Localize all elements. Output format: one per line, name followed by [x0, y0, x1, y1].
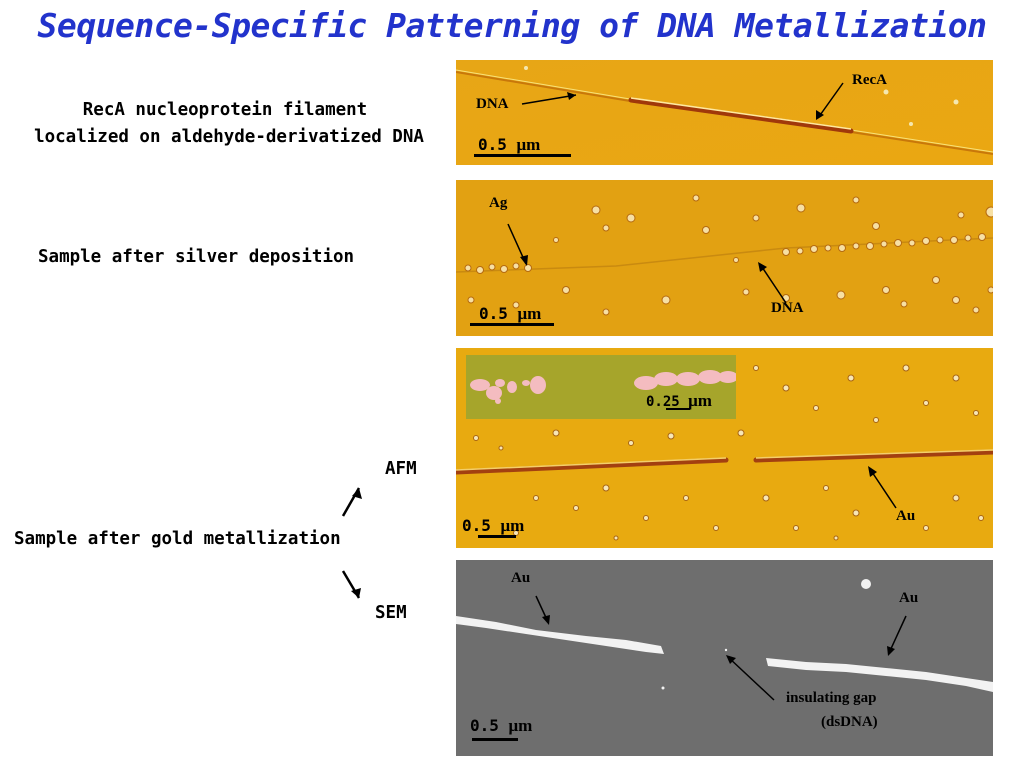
ag-annotation: Ag — [489, 195, 508, 211]
silver-label: Sample after silver deposition — [38, 247, 355, 267]
sem-label: SEM — [375, 603, 407, 623]
scale-label: 0.5 μm — [478, 135, 541, 154]
inset-sem-image: 0.25 μm — [466, 355, 736, 419]
scale-bar — [474, 154, 571, 157]
inset-scale-label: 0.25 μm — [646, 391, 712, 410]
au-annotation-left: Au — [511, 570, 531, 586]
reca-label-line1: RecA nucleoprotein filament — [82, 100, 368, 120]
sem-image-gold — [456, 560, 993, 756]
dna-annotation: DNA — [771, 300, 804, 316]
page-title: Sequence-Specific Patterning of DNA Meta… — [37, 6, 987, 45]
scale-label: 0.5 μm — [479, 304, 542, 323]
scale-label: 0.5 μm — [462, 516, 525, 535]
gold-label: Sample after gold metallization — [14, 529, 341, 549]
afm-label: AFM — [385, 459, 417, 479]
reca-annotation: RecA — [852, 72, 887, 88]
au-annotation: Au — [896, 508, 916, 524]
reca-label-line2: localized on aldehyde-derivatized DNA — [34, 127, 424, 147]
scale-bar — [478, 535, 516, 538]
afm-image-reca — [456, 60, 993, 165]
afm-panel-reca: DNA RecA 0.5 μm — [456, 60, 993, 165]
sem-panel-gold: Au Au insulating gap (dsDNA) 0.5 μm — [456, 560, 993, 756]
scale-bar — [472, 738, 518, 741]
afm-panel-silver: Ag DNA 0.5 μm — [456, 180, 993, 336]
scale-label: 0.5 μm — [470, 716, 533, 735]
inset-scale-bar — [666, 408, 690, 410]
afm-image-silver — [456, 180, 993, 336]
inset-particles — [466, 355, 736, 419]
gap-annotation-line1: insulating gap — [786, 690, 877, 706]
afm-panel-gold: 0.25 μm Au 0.5 μm — [456, 348, 993, 548]
scale-bar — [470, 323, 554, 326]
dna-annotation: DNA — [476, 96, 509, 112]
au-annotation-right: Au — [899, 590, 919, 606]
gap-annotation-line2: (dsDNA) — [821, 714, 878, 730]
